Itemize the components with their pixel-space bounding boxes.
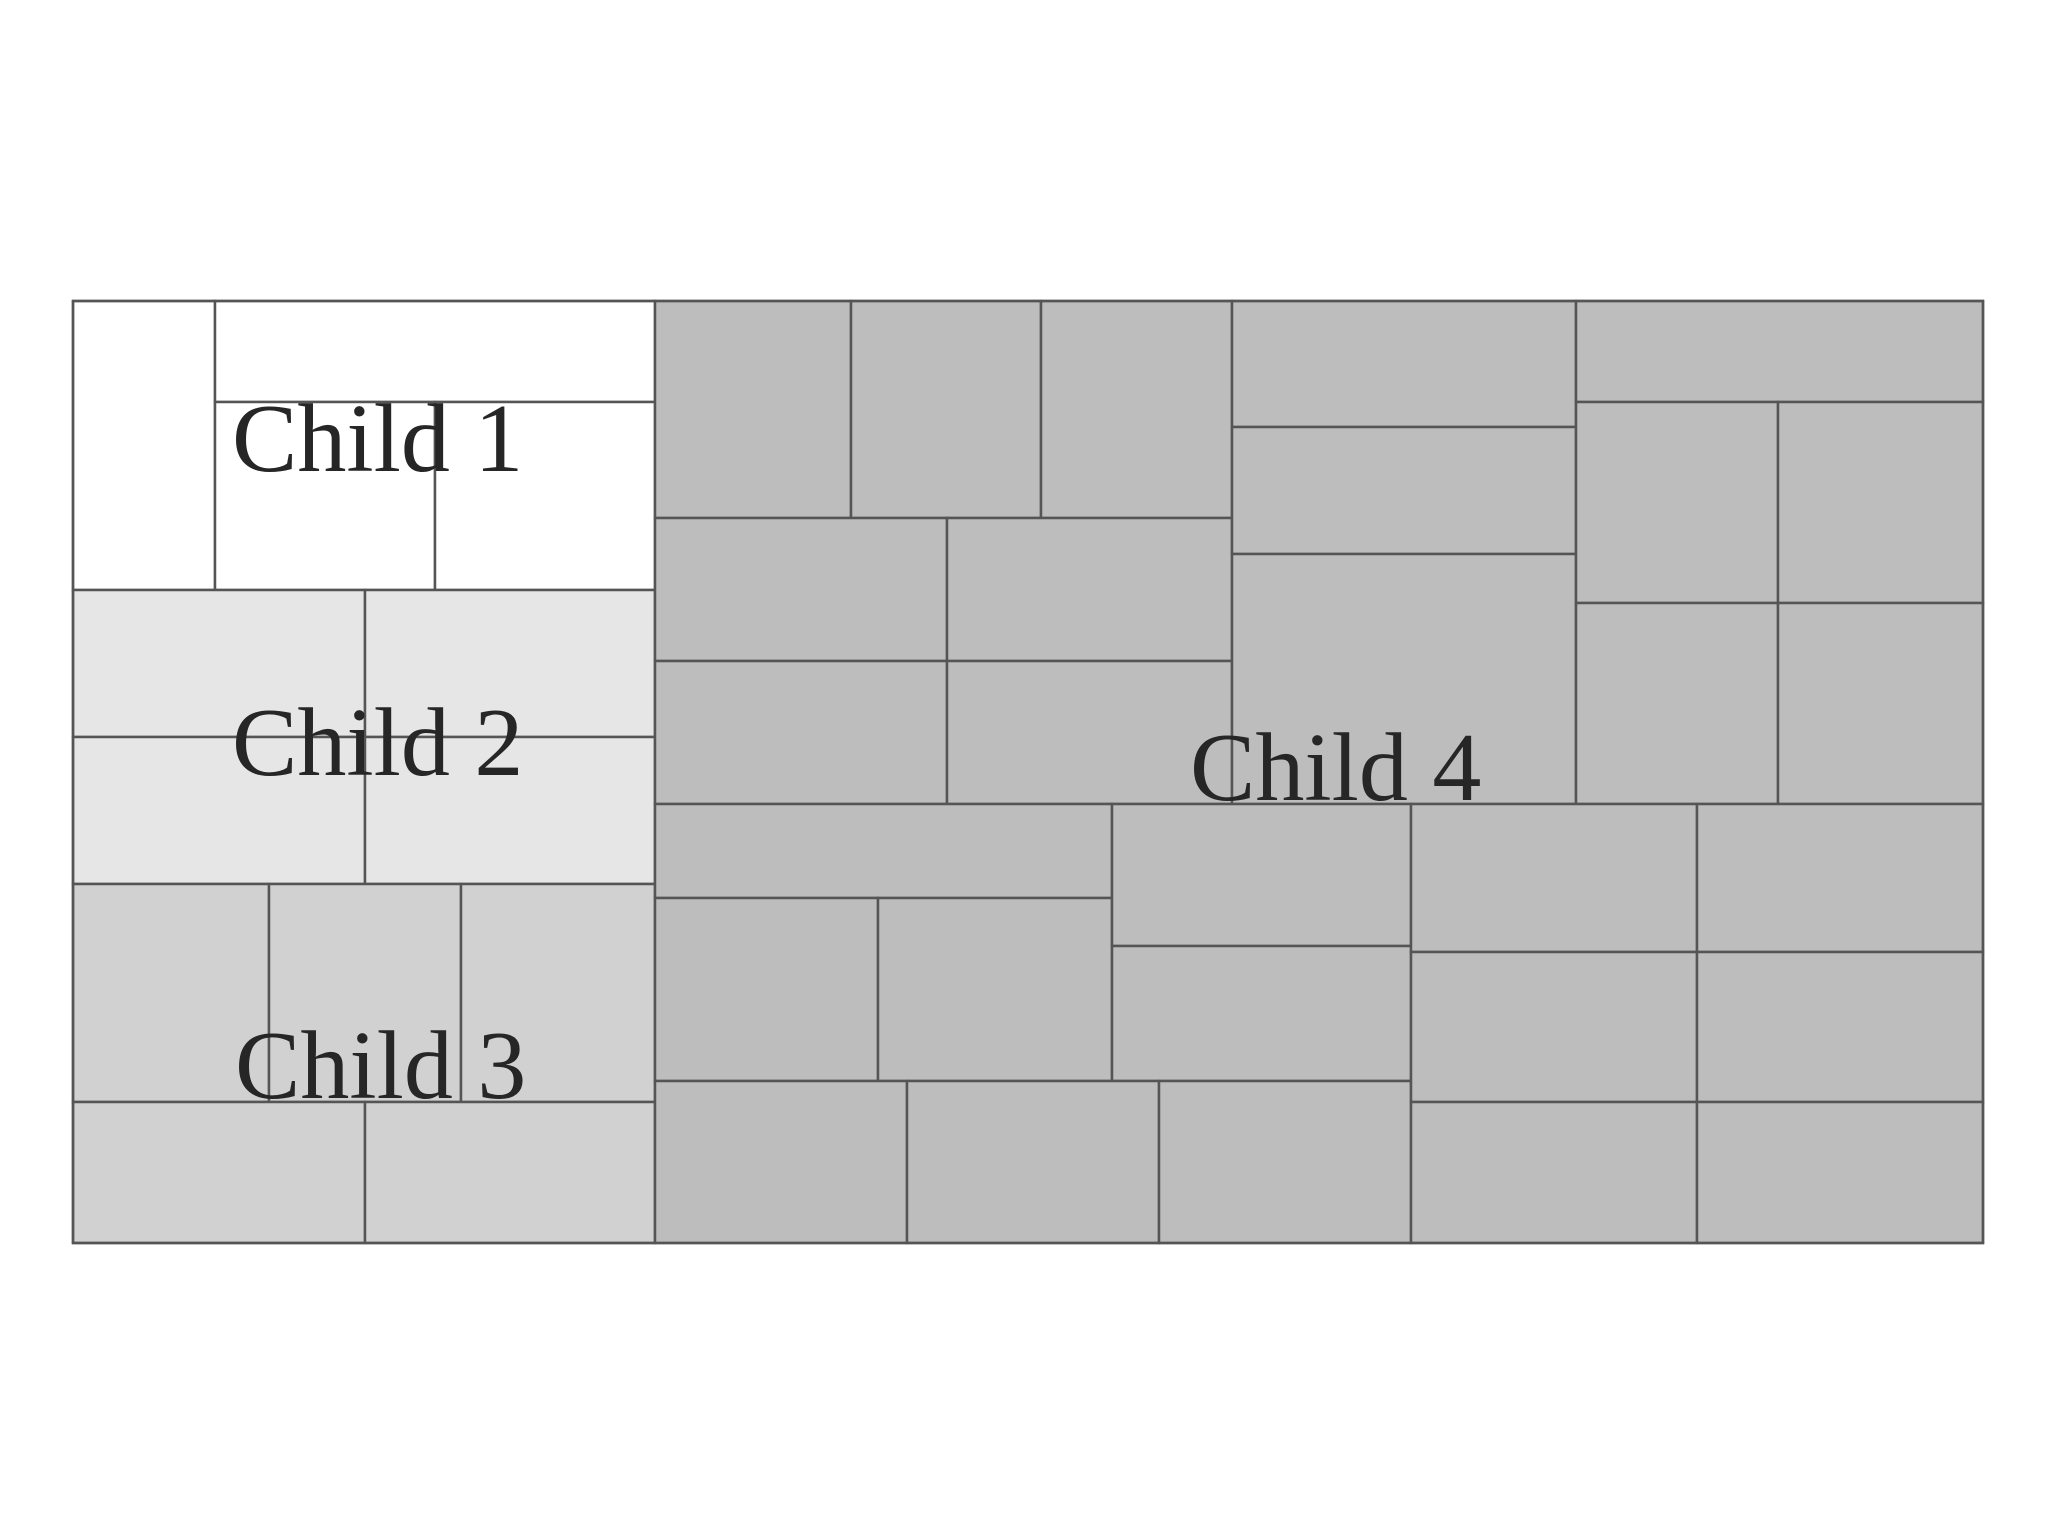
child-1-cell-2	[213, 299, 657, 404]
child-4-cell-24	[1409, 802, 1699, 954]
child-3-cell-2	[267, 882, 463, 1104]
child-1-cell-1	[71, 299, 217, 592]
child-3-cell-5	[363, 1100, 657, 1245]
child-4-cell-23	[1157, 1079, 1413, 1245]
child-4-cell-8	[1230, 299, 1578, 429]
child-4-cell-13	[1776, 400, 1985, 605]
child-4-cell-11	[1574, 299, 1985, 404]
label-child-1: Child 1	[232, 385, 523, 493]
child-4-cell-14	[1574, 601, 1780, 806]
child-1-cell-4	[433, 400, 657, 592]
child-4-cell-22	[905, 1079, 1161, 1245]
child-4-cell-1	[653, 299, 853, 520]
child-4-cell-12	[1574, 400, 1780, 605]
child-4-cell-15	[1776, 601, 1985, 806]
child-4-cell-9	[1230, 425, 1578, 556]
child-4-cell-28	[1409, 1100, 1699, 1245]
child-1-cell-3	[213, 400, 437, 592]
child-4-cell-18	[876, 896, 1114, 1083]
label-child-3: Child 3	[235, 1012, 526, 1120]
region-child-1	[71, 299, 657, 592]
child-4-cell-7	[945, 659, 1234, 806]
label-child-2: Child 2	[232, 689, 523, 797]
child-4-cell-17	[653, 896, 880, 1083]
child-2-cell-4	[363, 735, 657, 886]
treemap-outer-border	[71, 299, 1985, 1245]
child-3-cell-4	[71, 1100, 367, 1245]
region-child-4	[653, 299, 1985, 1245]
child-4-cell-6	[653, 659, 949, 806]
child-4-cell-16	[653, 802, 1114, 900]
child-4-cell-19	[1110, 802, 1413, 948]
child-4-cell-2	[849, 299, 1043, 520]
child-2-cell-1	[71, 588, 367, 739]
label-child-4: Child 4	[1190, 714, 1481, 822]
child-4-cell-26	[1409, 950, 1699, 1104]
region-child-3	[71, 882, 657, 1245]
child-4-cell-4	[653, 516, 949, 663]
child-4-cell-5	[945, 516, 1234, 663]
child-4-cell-21	[653, 1079, 909, 1245]
child-4-cell-25	[1695, 802, 1985, 954]
child-4-cell-3	[1039, 299, 1234, 520]
child-2-cell-2	[363, 588, 657, 739]
region-child-2	[71, 588, 657, 886]
child-4-cell-20	[1110, 944, 1413, 1083]
child-4-cell-29	[1695, 1100, 1985, 1245]
child-4-cell-10	[1230, 552, 1578, 806]
child-4-cell-27	[1695, 950, 1985, 1104]
